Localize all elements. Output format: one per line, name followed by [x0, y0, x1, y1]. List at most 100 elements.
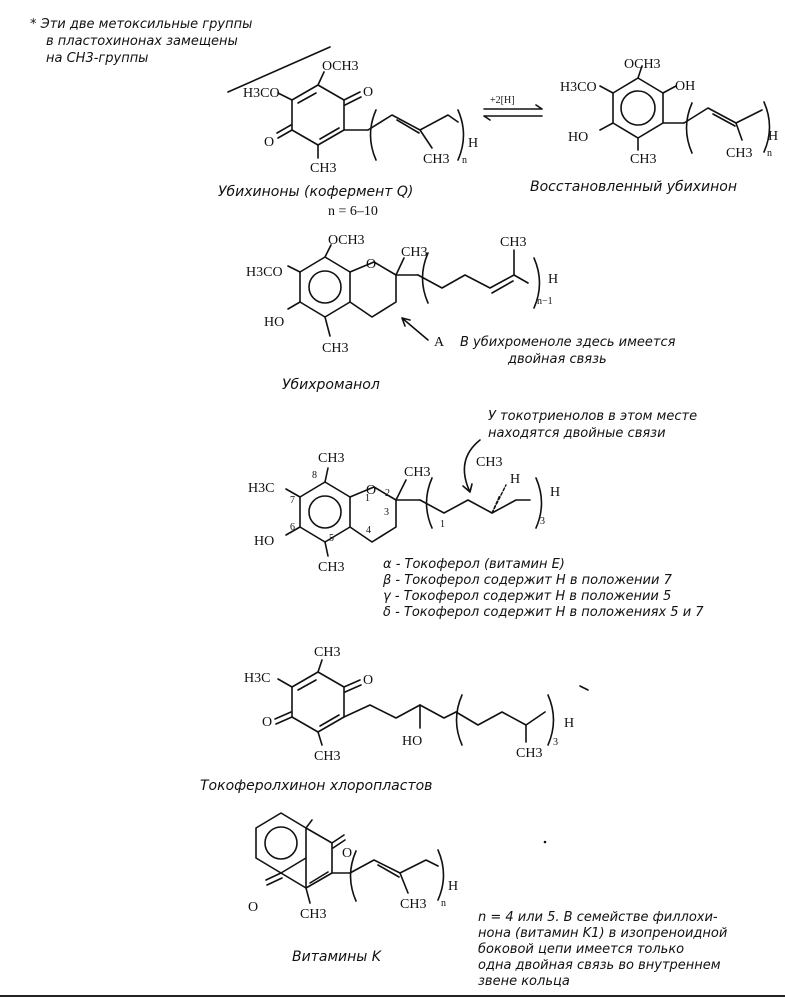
ubichromanol-label-a: A — [434, 335, 445, 350]
reduced-ubiquinone-oh: OH — [675, 79, 695, 94]
header-note: * Эти две метоксильные группы в пластохи… — [30, 17, 331, 93]
tocopherol-chain-pos-1: 1 — [440, 519, 445, 530]
tocopherol-pos-3: 3 — [384, 507, 389, 518]
vitamin-k-chain-ch3: CH3 — [400, 897, 426, 912]
ubiquinone-o-right: O — [363, 85, 373, 100]
tocopherolquinone-ch3-top: CH3 — [314, 645, 340, 660]
vitamin-k-structure: O O CH3 CH3 H n Витамины K n = 4 или 5. … — [248, 812, 727, 989]
vitamin-k-o-top: O — [342, 846, 352, 861]
reduced-ubiquinone-ho: HO — [568, 130, 588, 145]
tocopherol-pos-6: 6 — [290, 522, 295, 533]
reduced-ubiquinone-chain-ch3: CH3 — [726, 146, 752, 161]
vitamin-k-note-line1: n = 4 или 5. В семействе филлохи- — [478, 910, 718, 925]
ubiquinone-bracket-right — [457, 109, 465, 161]
ubichromanol-h: H — [548, 272, 558, 287]
ubichromanol-note-line2: двойная связь — [507, 352, 607, 367]
ubichromanol-structure: OCH3 H3CO HO O CH3 CH3 CH3 H n−1 A В уби… — [246, 233, 676, 393]
ubichromanol-ring-ch3: CH3 — [322, 341, 348, 356]
vitamin-k-note-line3: боковой цепи имеется только — [478, 942, 684, 957]
tocopherol-legend-beta: β - Токоферол содержит H в положении 7 — [382, 573, 673, 588]
tocopherol-ho: HO — [254, 534, 274, 549]
tocopherol-pos-7: 7 — [290, 495, 295, 506]
tocopherolquinone-branch-ch3: CH3 — [516, 746, 542, 761]
equilibrium-arrow-forward — [483, 104, 543, 110]
tocopherol-pos-4: 4 — [366, 525, 371, 536]
ubiquinone-h: H — [468, 136, 478, 151]
reduced-ubiquinone-h3co: H3CO — [560, 80, 597, 95]
tocopherolquinone-structure: CH3 H3C O O CH3 HO CH3 H 3 Токоферолхино… — [200, 645, 589, 794]
tocopherolquinone-caption: Токоферолхинон хлоропластов — [200, 778, 432, 794]
reduced-ubiquinone-ch3: CH3 — [630, 152, 656, 167]
ubiquinone-och3: OCH3 — [322, 59, 359, 74]
tocopherol-ch3-bottom: CH3 — [318, 560, 344, 575]
ubichromanol-n: n−1 — [537, 296, 553, 307]
tocopherol-n: 3 — [540, 516, 545, 527]
tocopherolquinone-ho: HO — [402, 734, 422, 749]
tocopherol-h3c: H3C — [248, 481, 274, 496]
tocopherol-h: H — [550, 485, 560, 500]
ubichromanol-och3: OCH3 — [328, 233, 365, 248]
tocopherol-dashed-h: H — [510, 472, 520, 487]
tocopherol-legend-alpha: α - Токоферол (витамин E) — [383, 557, 565, 572]
vitamin-k-benzene-ring — [255, 812, 307, 874]
vitamin-k-n: n — [441, 898, 446, 909]
ink-speck — [543, 840, 547, 844]
reduced-ubiquinone-structure: OCH3 H3CO OH HO CH3 CH3 H n Восстановлен… — [530, 57, 778, 195]
tocotrienol-note-line2: находятся двойные связи — [488, 426, 666, 441]
tocopherol-pos-5: 5 — [329, 533, 334, 544]
bottom-rule — [0, 995, 785, 997]
vitamin-k-note-line5: звене кольца — [478, 974, 570, 989]
tocopherolquinone-n: 3 — [553, 737, 558, 748]
ubichromanol-label-arrow — [401, 317, 429, 341]
vitamin-k-ch3: CH3 — [300, 907, 326, 922]
tocopherolquinone-h3c: H3C — [244, 671, 270, 686]
ubichromanol-aromatic-ring — [299, 256, 351, 318]
tocopherol-aromatic-ring — [299, 481, 351, 543]
tocopherolquinone-ch3-bottom: CH3 — [314, 749, 340, 764]
header-note-pointer — [227, 46, 331, 93]
ubiquinone-n-range: n = 6–10 — [328, 204, 378, 219]
equilibrium-arrow-back — [483, 115, 543, 121]
ubichromanol-c2-ch3: CH3 — [401, 245, 427, 260]
ubiquinone-ring — [291, 84, 345, 146]
tocopherol-pos-2: 2 — [385, 488, 390, 499]
ubiquinone-n: n — [462, 155, 467, 166]
tocopherol-legend-delta: δ - Токоферол содержит H в положениях 5 … — [383, 605, 704, 620]
ubichromanol-ho: HO — [264, 315, 284, 330]
ubichromanol-o: O — [366, 257, 376, 272]
ubiquinone-structure: OCH3 H3CO O O CH3 CH3 H n +2[H] Убихинон… — [218, 59, 543, 219]
ubichromanol-pyran-ring — [349, 261, 397, 318]
tocotrienol-note-arrow — [462, 439, 481, 493]
tocopherolquinone-o-right: O — [363, 673, 373, 688]
ubichromanol-note-line1: В убихроменоле здесь имеется — [460, 335, 676, 350]
vitamin-k-note-line2: нона (витамин K1) в изопреноидной — [478, 926, 727, 941]
tocopherol-dashed-ch3: CH3 — [476, 455, 502, 470]
ubiquinone-bracket-left — [369, 109, 377, 161]
tocopherol-pyran-ring — [349, 486, 397, 543]
vitamin-k-o-left: O — [248, 900, 258, 915]
tocopherol-c2-ch3: CH3 — [404, 465, 430, 480]
ubichromanol-caption: Убихроманол — [282, 377, 380, 393]
reduced-ubiquinone-caption: Восстановленный убихинон — [530, 179, 737, 195]
ubiquinone-ch3: CH3 — [310, 161, 336, 176]
tocopherol-pos-1: 1 — [365, 493, 370, 504]
equilibrium-label: +2[H] — [490, 95, 515, 106]
reduced-ubiquinone-n: n — [767, 148, 772, 159]
ubiquinone-o-left: O — [264, 135, 274, 150]
reduced-ubiquinone-och3: OCH3 — [624, 57, 661, 72]
header-note-line3: на CH3-группы — [46, 51, 148, 66]
tocopherolquinone-o-left: O — [262, 715, 272, 730]
vitamin-k-caption: Витамины K — [292, 949, 383, 965]
header-note-line2: в пластохинонах замещены — [46, 34, 238, 49]
ubiquinone-h3co: H3CO — [243, 86, 280, 101]
ubiquinone-caption: Убихиноны (кофермент Q) — [218, 184, 413, 200]
header-note-line1: * Эти две метоксильные группы — [30, 17, 252, 32]
tocopherol-pos-8: 8 — [312, 470, 317, 481]
ubichromanol-h3co: H3CO — [246, 265, 283, 280]
tocopherol-o: O — [366, 483, 376, 498]
tocopherol-legend-gamma: γ - Токоферол содержит H в положении 5 — [383, 589, 671, 604]
ubichromanol-branch-ch3: CH3 — [500, 235, 526, 250]
tocopherol-ch3-top: CH3 — [318, 451, 344, 466]
